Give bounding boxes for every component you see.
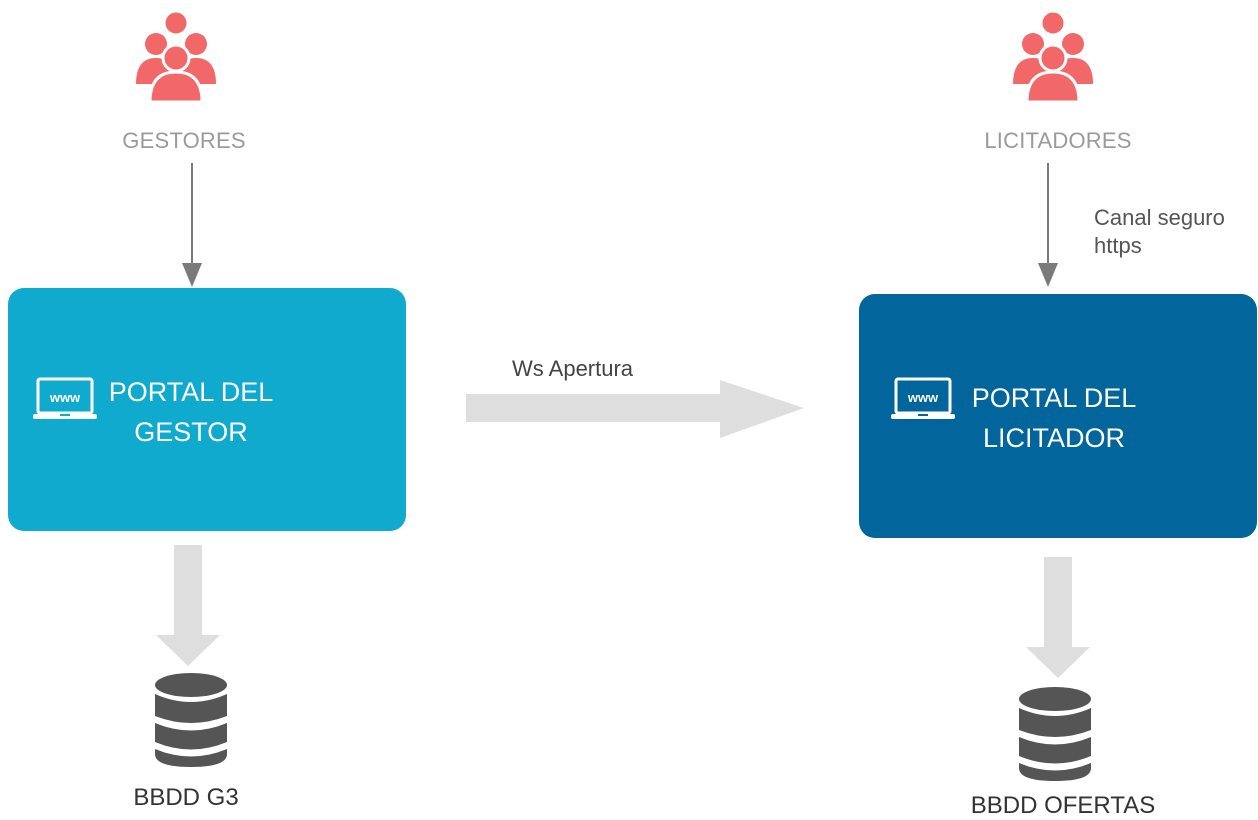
gestores-label: GESTORES bbox=[122, 128, 246, 153]
ws-apertura-label: Ws Apertura bbox=[512, 356, 634, 381]
licitadores-label: LICITADORES bbox=[984, 128, 1132, 153]
www-laptop-icon: www bbox=[33, 377, 97, 419]
licitadores-to-portal-arrow bbox=[1038, 163, 1058, 287]
www-text: www bbox=[49, 390, 81, 405]
portal-gestor-box[interactable]: www PORTAL DEL GESTOR bbox=[8, 288, 406, 531]
portal-licitador-box[interactable]: www PORTAL DEL LICITADOR bbox=[859, 294, 1257, 538]
portal-gestor-title: PORTAL DEL GESTOR bbox=[108, 372, 274, 452]
www-text: www bbox=[907, 390, 939, 405]
gestores-to-portal-arrow bbox=[182, 163, 202, 287]
gestores-users-icon bbox=[136, 10, 216, 102]
bbdd-ofertas-label: BBDD OFERTAS bbox=[970, 792, 1156, 819]
bbdd-g3-label: BBDD G3 bbox=[133, 784, 239, 811]
bbdd-g3-database-icon bbox=[155, 673, 227, 767]
licitadores-users-icon bbox=[1013, 10, 1093, 102]
portal-gestor-title-line1: PORTAL DEL bbox=[108, 377, 274, 407]
ws-apertura-arrow bbox=[466, 380, 804, 438]
portal-licitador-title-line1: PORTAL DEL bbox=[971, 383, 1137, 413]
portal-gestor-title-line2: GESTOR bbox=[134, 417, 248, 447]
canal-seguro-line1: Canal seguro bbox=[1094, 205, 1225, 230]
bbdd-ofertas-database-icon bbox=[1019, 687, 1091, 781]
portal-licitador-title-line2: LICITADOR bbox=[982, 423, 1125, 453]
canal-seguro-note: Canal seguro https bbox=[1094, 204, 1225, 260]
licitador-to-db-arrow bbox=[1026, 557, 1090, 678]
gestor-to-db-arrow bbox=[156, 545, 220, 666]
portal-licitador-title: PORTAL DEL LICITADOR bbox=[967, 378, 1141, 458]
www-laptop-icon: www bbox=[891, 377, 955, 419]
canal-seguro-line2: https bbox=[1094, 233, 1142, 258]
